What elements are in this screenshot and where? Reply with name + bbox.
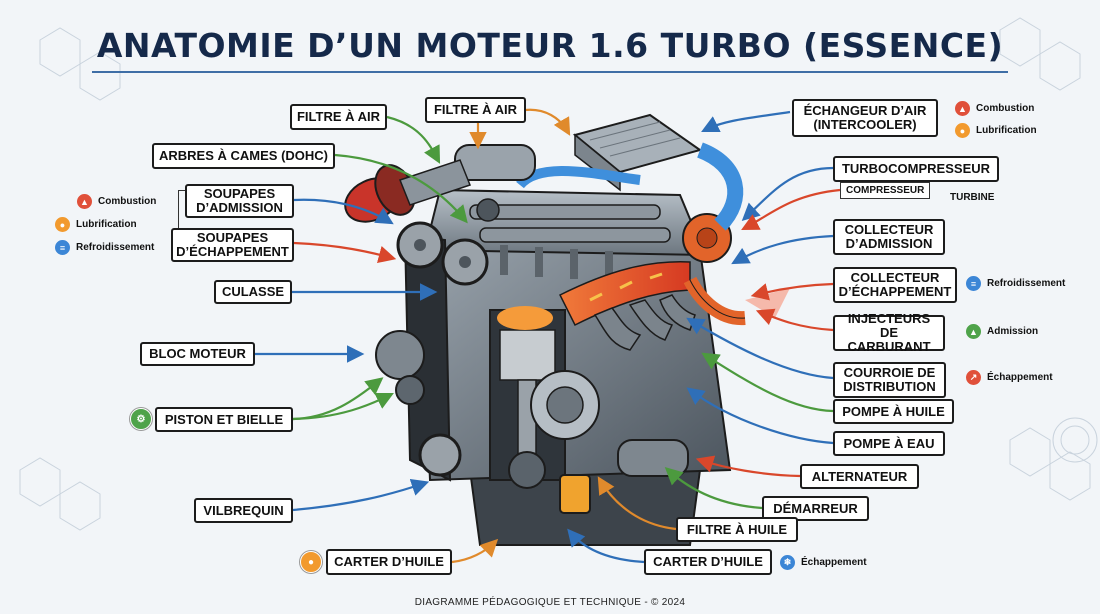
legend-right-refroidissement: ≡ Refroidissement: [966, 276, 1065, 291]
label-turbine: TURBINE: [950, 192, 995, 203]
label-compresseur: COMPRESSEUR: [840, 182, 931, 199]
coolant-icon: ≡: [966, 276, 981, 291]
label-courroie: COURROIE DE DISTRIBUTION: [833, 362, 946, 398]
snowflake-icon: ❄: [780, 555, 795, 570]
label-turbocompresseur: TURBOCOMPRESSEUR: [833, 156, 999, 182]
flame-icon: ▲: [77, 194, 92, 209]
legend-right-admission: ▲ Admission: [966, 324, 1038, 339]
label-pompe-eau: POMPE À EAU: [833, 431, 945, 456]
label-filtre-air-left: FILTRE À AIR: [290, 104, 387, 130]
label-carter-huile-right: CARTER D’HUILE: [644, 549, 772, 575]
footer-caption: DIAGRAMME PÉDAGOGIQUE ET TECHNIQUE - © 2…: [414, 597, 686, 608]
label-bloc-moteur: BLOC MOTEUR: [140, 342, 255, 366]
label-soupapes-echappement: SOUPAPES D’ÉCHAPPEMENT: [171, 228, 294, 262]
drop-icon: ●: [955, 123, 970, 138]
legend-left-combustion: ▲ Combustion: [77, 194, 156, 209]
page-title: ANATOMIE D’UN MOTEUR 1.6 TURBO (ESSENCE): [96, 26, 1004, 65]
flame-icon: ▲: [955, 101, 970, 116]
label-pompe-huile: POMPE À HUILE: [833, 399, 954, 424]
legend-left-lubrification: ● Lubrification: [55, 217, 137, 232]
legend-top-lubrification: ● Lubrification: [955, 123, 1037, 138]
oil-drop-icon: ●: [300, 551, 322, 573]
legend-top-combustion: ▲ Combustion: [955, 101, 1034, 116]
label-alternateur: ALTERNATEUR: [800, 464, 919, 489]
label-soupapes-admission: SOUPAPES D’ADMISSION: [185, 184, 294, 218]
label-filtre-air-top: FILTRE À AIR: [425, 97, 526, 123]
exhaust-icon: ↗: [966, 370, 981, 385]
legend-left-refroidissement: ≡ Refroidissement: [55, 240, 154, 255]
piston-icon: ⚙: [130, 408, 152, 430]
legend-bottom-echappement: ❄ Échappement: [780, 555, 867, 570]
label-demarreur: DÉMARREUR: [762, 496, 869, 521]
label-echangeur: ÉCHANGEUR D’AIR (INTERCOOLER): [792, 99, 938, 137]
intake-icon: ▲: [966, 324, 981, 339]
label-collecteur-echappement: COLLECTEUR D’ÉCHAPPEMENT: [833, 267, 957, 303]
coolant-icon: ≡: [55, 240, 70, 255]
drop-icon: ●: [55, 217, 70, 232]
label-piston-bielle: PISTON ET BIELLE: [155, 407, 293, 432]
label-carter-huile-left: CARTER D’HUILE: [326, 549, 452, 575]
title-underline: [92, 71, 1008, 73]
label-arbres-cames: ARBRES À CAMES (DOHC): [152, 143, 335, 169]
label-culasse: CULASSE: [214, 280, 292, 304]
label-filtre-huile: FILTRE À HUILE: [676, 517, 798, 542]
label-vilebrequin: VILBREQUIN: [194, 498, 293, 523]
legend-right-echappement: ↗ Échappement: [966, 370, 1053, 385]
label-collecteur-admission: COLLECTEUR D’ADMISSION: [833, 219, 945, 255]
label-injecteurs: INJECTEURS DE CARBURANT: [833, 312, 945, 354]
